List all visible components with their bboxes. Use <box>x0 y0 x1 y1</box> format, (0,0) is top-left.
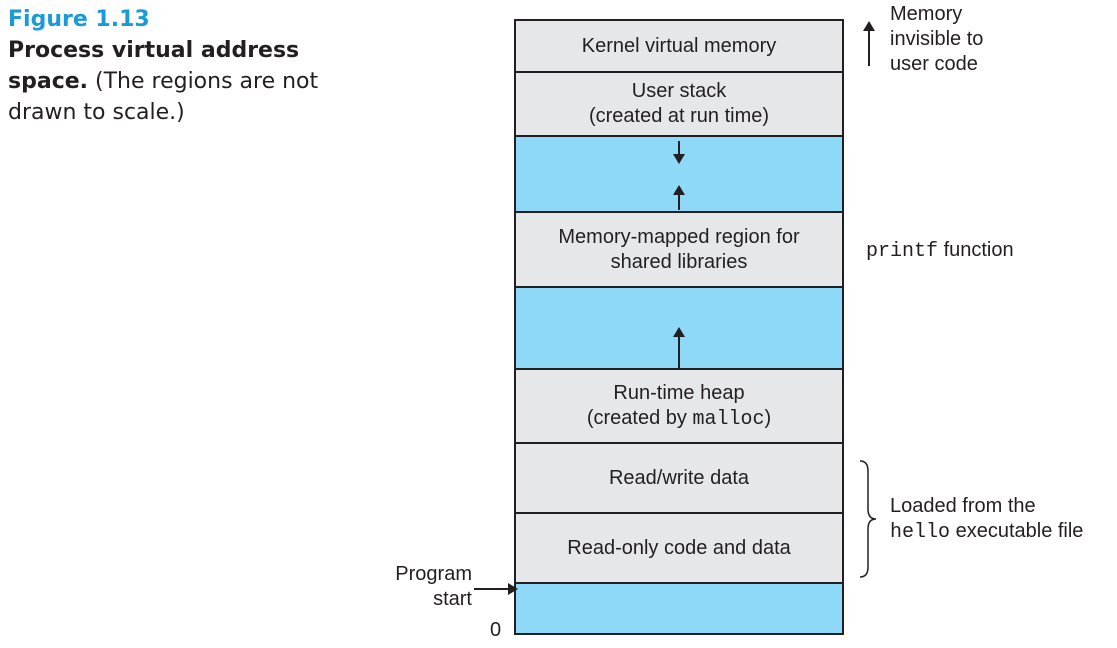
region-user-stack: User stack (created at run time) <box>514 71 844 137</box>
figure-caption: Figure 1.13 Process virtual address spac… <box>8 4 338 128</box>
heap-grows-up-arrow <box>673 327 685 368</box>
mmap-grows-up-arrow <box>673 185 685 210</box>
address-space-stack: Kernel virtual memory User stack (create… <box>514 19 844 635</box>
program-start-line2: start <box>433 588 472 610</box>
region-rw-label: Read/write data <box>608 466 750 489</box>
memory-invisible-up-arrow <box>863 21 875 66</box>
figure-title: Process virtual address space. <box>8 38 300 94</box>
figure-caption-text: (The regions are not drawn to scale.) <box>8 69 319 125</box>
loaded-line1: Loaded from the <box>890 495 1036 517</box>
region-user-stack-label: User stack <box>631 80 727 102</box>
address-zero-label: 0 <box>490 619 502 641</box>
program-start-arrow <box>474 583 518 595</box>
heap-sublabel-prefix: (created by <box>586 406 693 429</box>
region-heap-label: Run-time heap <box>613 381 745 404</box>
region-free-heap-gap <box>514 286 844 370</box>
region-kernel-label: Kernel virtual memory <box>581 34 777 57</box>
loaded-region-brace <box>859 460 877 578</box>
memory-invisible-note: Memory invisible to user code <box>890 2 983 77</box>
loaded-text: executable file <box>950 520 1084 542</box>
region-free-stack-gap <box>514 135 844 213</box>
loaded-from-hello-note: Loaded from the hello executable file <box>890 494 1083 545</box>
loaded-line2: hello executable file <box>890 519 1083 545</box>
hello-code: hello <box>890 521 951 544</box>
heap-sublabel-code: malloc <box>692 407 765 431</box>
region-kernel-virtual-memory: Kernel virtual memory <box>514 19 844 73</box>
region-ro-label: Read-only code and data <box>567 536 791 559</box>
region-memory-mapped-shared-libraries: Memory-mapped region for shared librarie… <box>514 211 844 288</box>
region-read-only-code: Read-only code and data <box>514 512 844 584</box>
figure-label: Figure 1.13 <box>8 7 150 32</box>
program-start-label: Program start <box>384 562 472 612</box>
region-shared-label: Memory-mapped region for <box>558 225 800 248</box>
printf-function-note: printf function <box>866 238 1014 264</box>
stack-grows-down-arrow <box>673 141 685 164</box>
memory-invisible-line1: Memory <box>890 3 963 25</box>
memory-invisible-line3: user code <box>890 53 978 75</box>
printf-text: function <box>938 239 1014 261</box>
printf-code: printf <box>866 240 939 263</box>
heap-sublabel-suffix: ) <box>764 406 772 429</box>
region-shared-sublabel: shared libraries <box>610 250 748 273</box>
region-user-stack-sublabel: (created at run time) <box>588 105 770 127</box>
region-run-time-heap: Run-time heap (created by malloc) <box>514 368 844 444</box>
region-free-bottom <box>514 582 844 635</box>
program-start-line1: Program <box>395 563 472 585</box>
region-heap-sublabel: (created by malloc) <box>587 406 771 432</box>
region-read-write-data: Read/write data <box>514 442 844 514</box>
memory-invisible-line2: invisible to <box>890 28 984 50</box>
